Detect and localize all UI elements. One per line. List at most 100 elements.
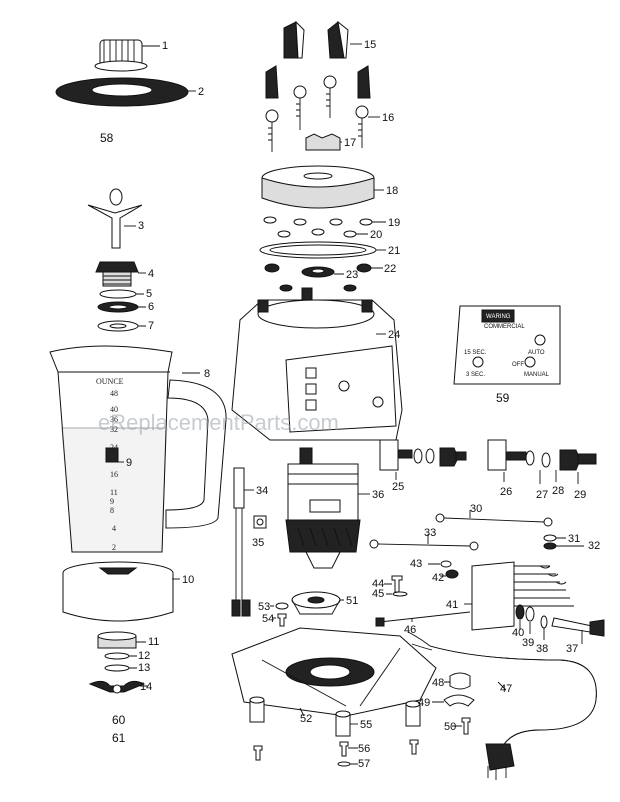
part-drive-couplers	[283, 20, 362, 59]
callout-8: 8	[204, 368, 210, 380]
callout-53: 53	[258, 601, 270, 613]
callout-46: 46	[404, 624, 416, 636]
callout-19: 19	[388, 217, 400, 229]
jar-scale-mark: 24	[110, 443, 118, 452]
callout-21: 21	[388, 245, 400, 257]
part-motor-mount	[270, 591, 344, 627]
callout-32: 32	[588, 540, 600, 552]
part-cord-clamp	[432, 672, 475, 735]
part-thermal-wire	[231, 467, 254, 617]
panel-label-auto: AUTO	[528, 350, 545, 356]
callout-28: 28	[552, 485, 564, 497]
part-switch-assembly-right	[487, 439, 597, 484]
callout-50: 50	[444, 721, 456, 733]
callout-41: 41	[446, 599, 458, 611]
part-gasket	[259, 241, 386, 259]
callout-1: 1	[162, 40, 168, 52]
callout-27: 27	[536, 489, 548, 501]
callout-25: 25	[392, 481, 404, 493]
jar-scale-mark: 16	[110, 470, 118, 479]
part-coupler-spider	[305, 133, 342, 151]
part-blade-assembly	[87, 188, 143, 249]
callout-12: 12	[138, 650, 150, 662]
callout-40: 40	[512, 627, 524, 639]
callout-31: 31	[568, 533, 580, 545]
callout-26: 26	[500, 486, 512, 498]
callout-57: 57	[358, 758, 370, 770]
callout-6: 6	[148, 301, 154, 313]
part-control-panel-label: WARING COMMERCIAL 15 SEC. 3 SEC. AUTO OF…	[453, 305, 561, 385]
group-label-58: 58	[100, 131, 114, 145]
part-jar-pad	[62, 561, 180, 622]
part-bearing-housing	[95, 261, 146, 287]
part-nut-lockwasher	[543, 534, 584, 550]
callout-3: 3	[138, 220, 144, 232]
jar-scale-mark: 40	[110, 405, 118, 414]
callout-18: 18	[386, 185, 398, 197]
part-screw-washers	[515, 604, 605, 644]
callout-16: 16	[382, 112, 394, 124]
callout-2: 2	[198, 86, 204, 98]
callout-37: 37	[566, 643, 578, 655]
jar-scale-mark: 8	[110, 506, 114, 515]
callout-33: 33	[424, 527, 436, 539]
panel-brand-line1: WARING	[486, 314, 511, 320]
group-label-61: 61	[112, 731, 126, 745]
callout-15: 15	[364, 39, 376, 51]
callout-7: 7	[148, 320, 154, 332]
callout-56: 56	[358, 743, 370, 755]
panel-label-3sec: 3 SEC.	[466, 372, 485, 378]
callout-11: 11	[148, 636, 159, 648]
part-jumper-wires	[369, 510, 553, 551]
callout-47: 47	[500, 683, 512, 695]
jar-scale-mark: 32	[110, 425, 118, 434]
callout-39: 39	[522, 637, 534, 649]
part-nut-washers-wrench	[88, 631, 148, 694]
callout-4: 4	[148, 268, 154, 280]
jar-scale-mark: 48	[110, 389, 118, 398]
callout-55: 55	[360, 719, 372, 731]
part-foot-screws	[253, 739, 419, 767]
part-lid-cap	[94, 39, 160, 72]
callout-23: 23	[346, 269, 358, 281]
callout-20: 20	[370, 229, 382, 241]
callout-54: 54	[262, 613, 274, 625]
part-motor	[285, 447, 370, 569]
callout-42: 42	[432, 572, 444, 584]
part-pad-cover	[261, 165, 384, 209]
callout-9: 9	[126, 457, 132, 469]
part-small-fasteners	[384, 560, 459, 597]
callout-36: 36	[372, 489, 384, 501]
panel-label-15sec: 15 SEC.	[464, 350, 487, 356]
callout-48: 48	[432, 677, 444, 689]
panel-label-manual: MANUAL	[524, 372, 550, 378]
part-power-cord	[407, 631, 597, 780]
jar-scale-mark: 4	[112, 524, 116, 533]
callout-51: 51	[346, 595, 358, 607]
part-bearing-grommets	[264, 263, 383, 292]
part-switch-assembly-left	[379, 439, 467, 480]
jar-unit-label: OUNCE	[96, 377, 124, 386]
group-label-59: 59	[496, 391, 510, 405]
callout-22: 22	[384, 263, 396, 275]
part-feet	[249, 696, 421, 737]
callout-44: 44	[372, 578, 384, 590]
part-clip	[253, 515, 267, 529]
callout-14: 14	[140, 681, 152, 693]
group-label-60: 60	[112, 713, 126, 727]
part-cable-tie	[375, 611, 471, 627]
callout-52: 52	[300, 713, 312, 725]
panel-brand-line2: COMMERCIAL	[484, 324, 525, 330]
callout-38: 38	[536, 643, 548, 655]
callout-10: 10	[182, 574, 194, 586]
part-container-jar: OUNCE 48 40 36 32 24 16 11 9 8 4 2	[49, 345, 227, 553]
callout-17: 17	[344, 137, 356, 149]
callout-49: 49	[418, 697, 430, 709]
watermark: eReplacementParts.com	[98, 410, 339, 435]
jar-scale-mark: 36	[110, 415, 118, 424]
callout-5: 5	[146, 288, 152, 300]
callout-35: 35	[252, 537, 264, 549]
part-lid	[55, 77, 196, 107]
jar-scale-mark: 11	[110, 488, 118, 497]
